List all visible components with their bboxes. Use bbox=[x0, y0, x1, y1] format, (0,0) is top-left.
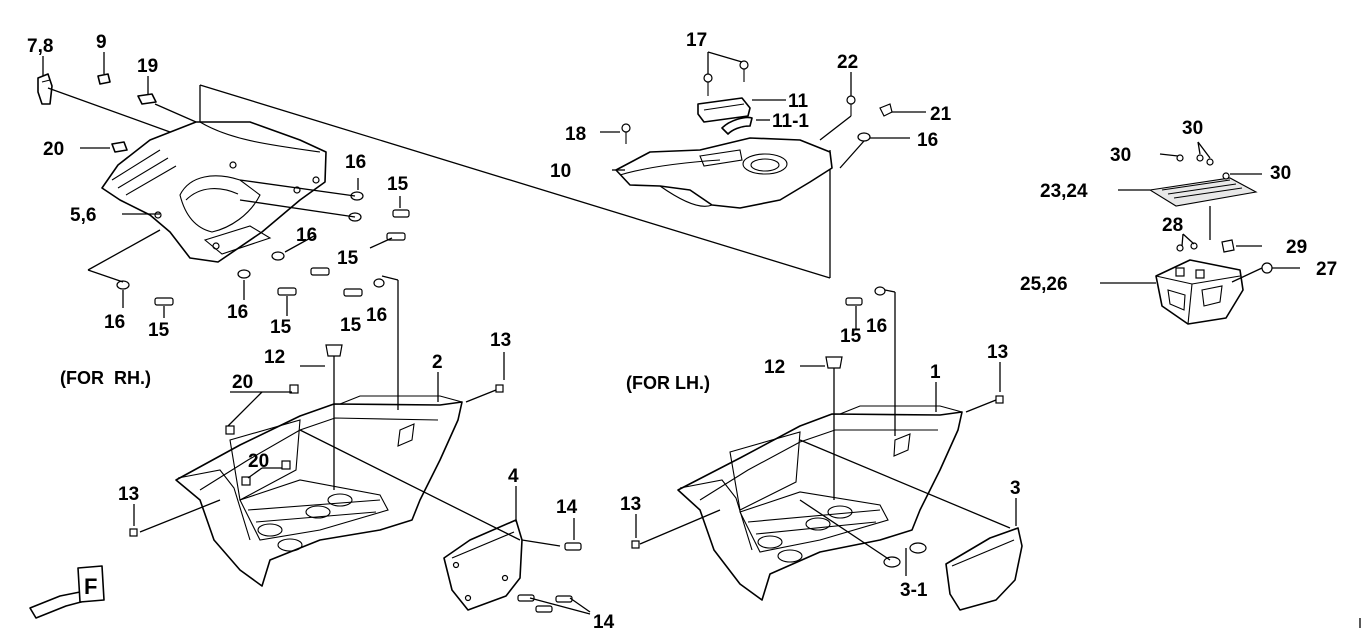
logo-letter: F bbox=[84, 574, 97, 599]
note-for-rh: (FOR RH.) bbox=[60, 368, 151, 388]
label-29: 29 bbox=[1286, 237, 1307, 258]
label-15: 15 bbox=[270, 317, 292, 338]
guard-part-3 bbox=[945, 527, 1023, 611]
label-16: 16 bbox=[917, 130, 938, 151]
clip-part-7-8 bbox=[37, 73, 53, 105]
footrest-lh-part-1 bbox=[677, 405, 963, 601]
label-16: 16 bbox=[227, 302, 248, 323]
guard-part-4 bbox=[443, 519, 523, 611]
part-labels: 7,8 9 19 20 5,6 16 15 16 15 16 15 16 15 … bbox=[27, 30, 1337, 633]
pad-part-11-1 bbox=[721, 116, 753, 135]
label-15: 15 bbox=[387, 174, 409, 195]
label-30: 30 bbox=[1182, 118, 1203, 139]
label-27: 27 bbox=[1316, 259, 1337, 280]
label-16: 16 bbox=[296, 225, 317, 246]
cover-part-23-24 bbox=[1148, 177, 1258, 207]
label-11-1: 11-1 bbox=[772, 111, 809, 132]
label-16: 16 bbox=[345, 152, 366, 173]
label-25-26: 25,26 bbox=[1020, 274, 1068, 295]
side-cover-part-5-6 bbox=[101, 121, 327, 263]
label-14: 14 bbox=[593, 612, 615, 633]
label-2: 2 bbox=[432, 352, 443, 373]
label-23-24: 23,24 bbox=[1040, 181, 1088, 202]
label-15: 15 bbox=[840, 326, 862, 347]
label-9: 9 bbox=[96, 32, 107, 53]
label-12: 12 bbox=[764, 357, 785, 378]
top-cover-part-10 bbox=[615, 137, 833, 209]
label-16: 16 bbox=[366, 305, 387, 326]
label-30: 30 bbox=[1270, 163, 1291, 184]
label-15: 15 bbox=[148, 320, 170, 341]
label-20: 20 bbox=[43, 139, 64, 160]
label-5-6: 5,6 bbox=[70, 205, 96, 226]
label-30: 30 bbox=[1110, 145, 1131, 166]
label-3: 3 bbox=[1010, 478, 1021, 499]
label-13: 13 bbox=[118, 484, 139, 505]
label-15: 15 bbox=[340, 315, 362, 336]
front-direction-logo: F bbox=[29, 565, 105, 619]
label-20: 20 bbox=[248, 451, 269, 472]
box-part-25-26 bbox=[1155, 259, 1244, 325]
fasteners-box bbox=[1176, 154, 1273, 274]
label-22: 22 bbox=[837, 52, 858, 73]
label-13: 13 bbox=[620, 494, 641, 515]
label-18: 18 bbox=[565, 124, 586, 145]
label-13: 13 bbox=[987, 342, 1008, 363]
label-7-8: 7,8 bbox=[27, 36, 53, 57]
note-for-lh: (FOR LH.) bbox=[626, 373, 710, 393]
label-11: 11 bbox=[788, 91, 809, 112]
label-14: 14 bbox=[556, 497, 578, 518]
label-1: 1 bbox=[930, 362, 941, 383]
leader-lines bbox=[42, 51, 1300, 615]
small-parts-lower bbox=[129, 286, 1004, 613]
label-3-1: 3-1 bbox=[900, 580, 928, 601]
label-15: 15 bbox=[337, 248, 359, 269]
label-12: 12 bbox=[264, 347, 285, 368]
label-10: 10 bbox=[550, 161, 571, 182]
bracket-part-11 bbox=[697, 97, 751, 123]
nut-part-9 bbox=[97, 73, 111, 85]
clip-part-20-upper bbox=[111, 141, 128, 153]
label-13: 13 bbox=[490, 330, 511, 351]
label-19: 19 bbox=[137, 56, 158, 77]
label-16: 16 bbox=[104, 312, 125, 333]
clip-part-19 bbox=[137, 93, 157, 105]
label-20: 20 bbox=[232, 372, 253, 393]
label-21: 21 bbox=[930, 104, 952, 125]
label-16: 16 bbox=[866, 316, 887, 337]
footrest-rh-part-2 bbox=[175, 395, 463, 587]
label-28: 28 bbox=[1162, 215, 1183, 236]
perspective-frame bbox=[199, 84, 831, 279]
label-17: 17 bbox=[686, 30, 707, 51]
label-4: 4 bbox=[508, 466, 519, 487]
